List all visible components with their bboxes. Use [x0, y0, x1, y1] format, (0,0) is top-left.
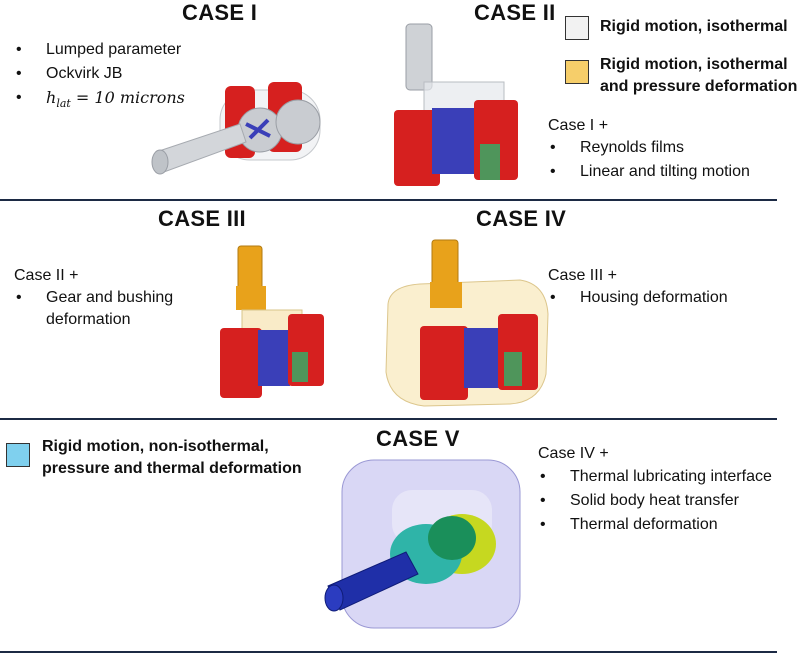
divider-2 [0, 418, 777, 420]
case-ii-bullet-2: Linear and tilting motion [548, 160, 750, 184]
legend-label-rigid-isothermal: Rigid motion, isothermal [600, 18, 788, 35]
case-iii-title: CASE III [158, 206, 246, 231]
case-i-bullets: Lumped parameter Ockvirk JB hlat = 10 mi… [14, 38, 185, 116]
legend-swatch-rigid-isothermal [565, 16, 589, 40]
divider-1 [0, 199, 777, 201]
divider-3 [0, 651, 777, 653]
h-lat-equation: hlat = 10 microns [46, 88, 185, 111]
case-iii-shaft [237, 245, 263, 291]
case-iii-continuation: deformation [46, 311, 131, 328]
case-iv-shaft [431, 239, 459, 287]
legend-swatch-thermal-deformation [6, 443, 30, 467]
case-i-bullet-1: Lumped parameter [14, 38, 185, 62]
case-v-pump-image [324, 459, 521, 629]
case-v-bullet-3: Thermal deformation [538, 513, 772, 537]
case-iii-bushing-blue [258, 330, 290, 386]
case-i-title: CASE I [182, 0, 258, 25]
case-ii-title: CASE II [474, 0, 556, 25]
case-iii-pump-image [220, 245, 324, 398]
case-iv-bushing-blue [464, 328, 502, 388]
legend-label-thermal-deformation: Rigid motion, non-isothermal, pressure a… [42, 438, 302, 477]
case-iv-bullet-1: Housing deformation [548, 286, 728, 310]
case-ii-pump-image [394, 23, 518, 186]
case-i-gear-mesh [245, 118, 271, 140]
case-ii-shaft [405, 23, 433, 91]
legend-label-pressure-deformation: Rigid motion, isothermal and pressure de… [600, 56, 798, 95]
case-v-bullets: Thermal lubricating interface Solid body… [538, 465, 772, 537]
case-v-intro: Case IV + [538, 445, 609, 462]
case-v-title: CASE V [376, 426, 460, 451]
case-i-pump-image [151, 82, 321, 175]
case-iv-pump-image [385, 239, 549, 407]
case-v-bullet-2: Solid body heat transfer [538, 489, 772, 513]
case-ii-intro: Case I + [548, 117, 609, 134]
case-iii-bushing-left [220, 328, 262, 398]
case-ii-bushing-blue [432, 108, 478, 174]
case-ii-bullets: Reynolds films Linear and tilting motion [548, 136, 750, 184]
case-iv-bushing-left [420, 326, 468, 400]
case-v-bullet-1: Thermal lubricating interface [538, 465, 772, 489]
case-v-shaft-end [324, 584, 344, 612]
case-iii-bullets: Gear and bushing [14, 286, 173, 310]
case-iii-bullet-1: Gear and bushing [14, 286, 173, 310]
legend-swatch-pressure-deformation [565, 60, 589, 84]
case-iv-intro: Case III + [548, 267, 617, 284]
case-iv-title: CASE IV [476, 206, 567, 231]
case-i-shaft-end [151, 149, 169, 175]
case-i-gear-right [275, 99, 321, 145]
case-ii-bullet-1: Reynolds films [548, 136, 750, 160]
case-i-bullet-3: hlat = 10 microns [14, 86, 185, 116]
case-iii-intro: Case II + [14, 267, 79, 284]
case-ii-bushing-left [394, 110, 440, 186]
case-i-bullet-2: Ockvirk JB [14, 62, 185, 86]
case-iv-bullets: Housing deformation [548, 286, 728, 310]
